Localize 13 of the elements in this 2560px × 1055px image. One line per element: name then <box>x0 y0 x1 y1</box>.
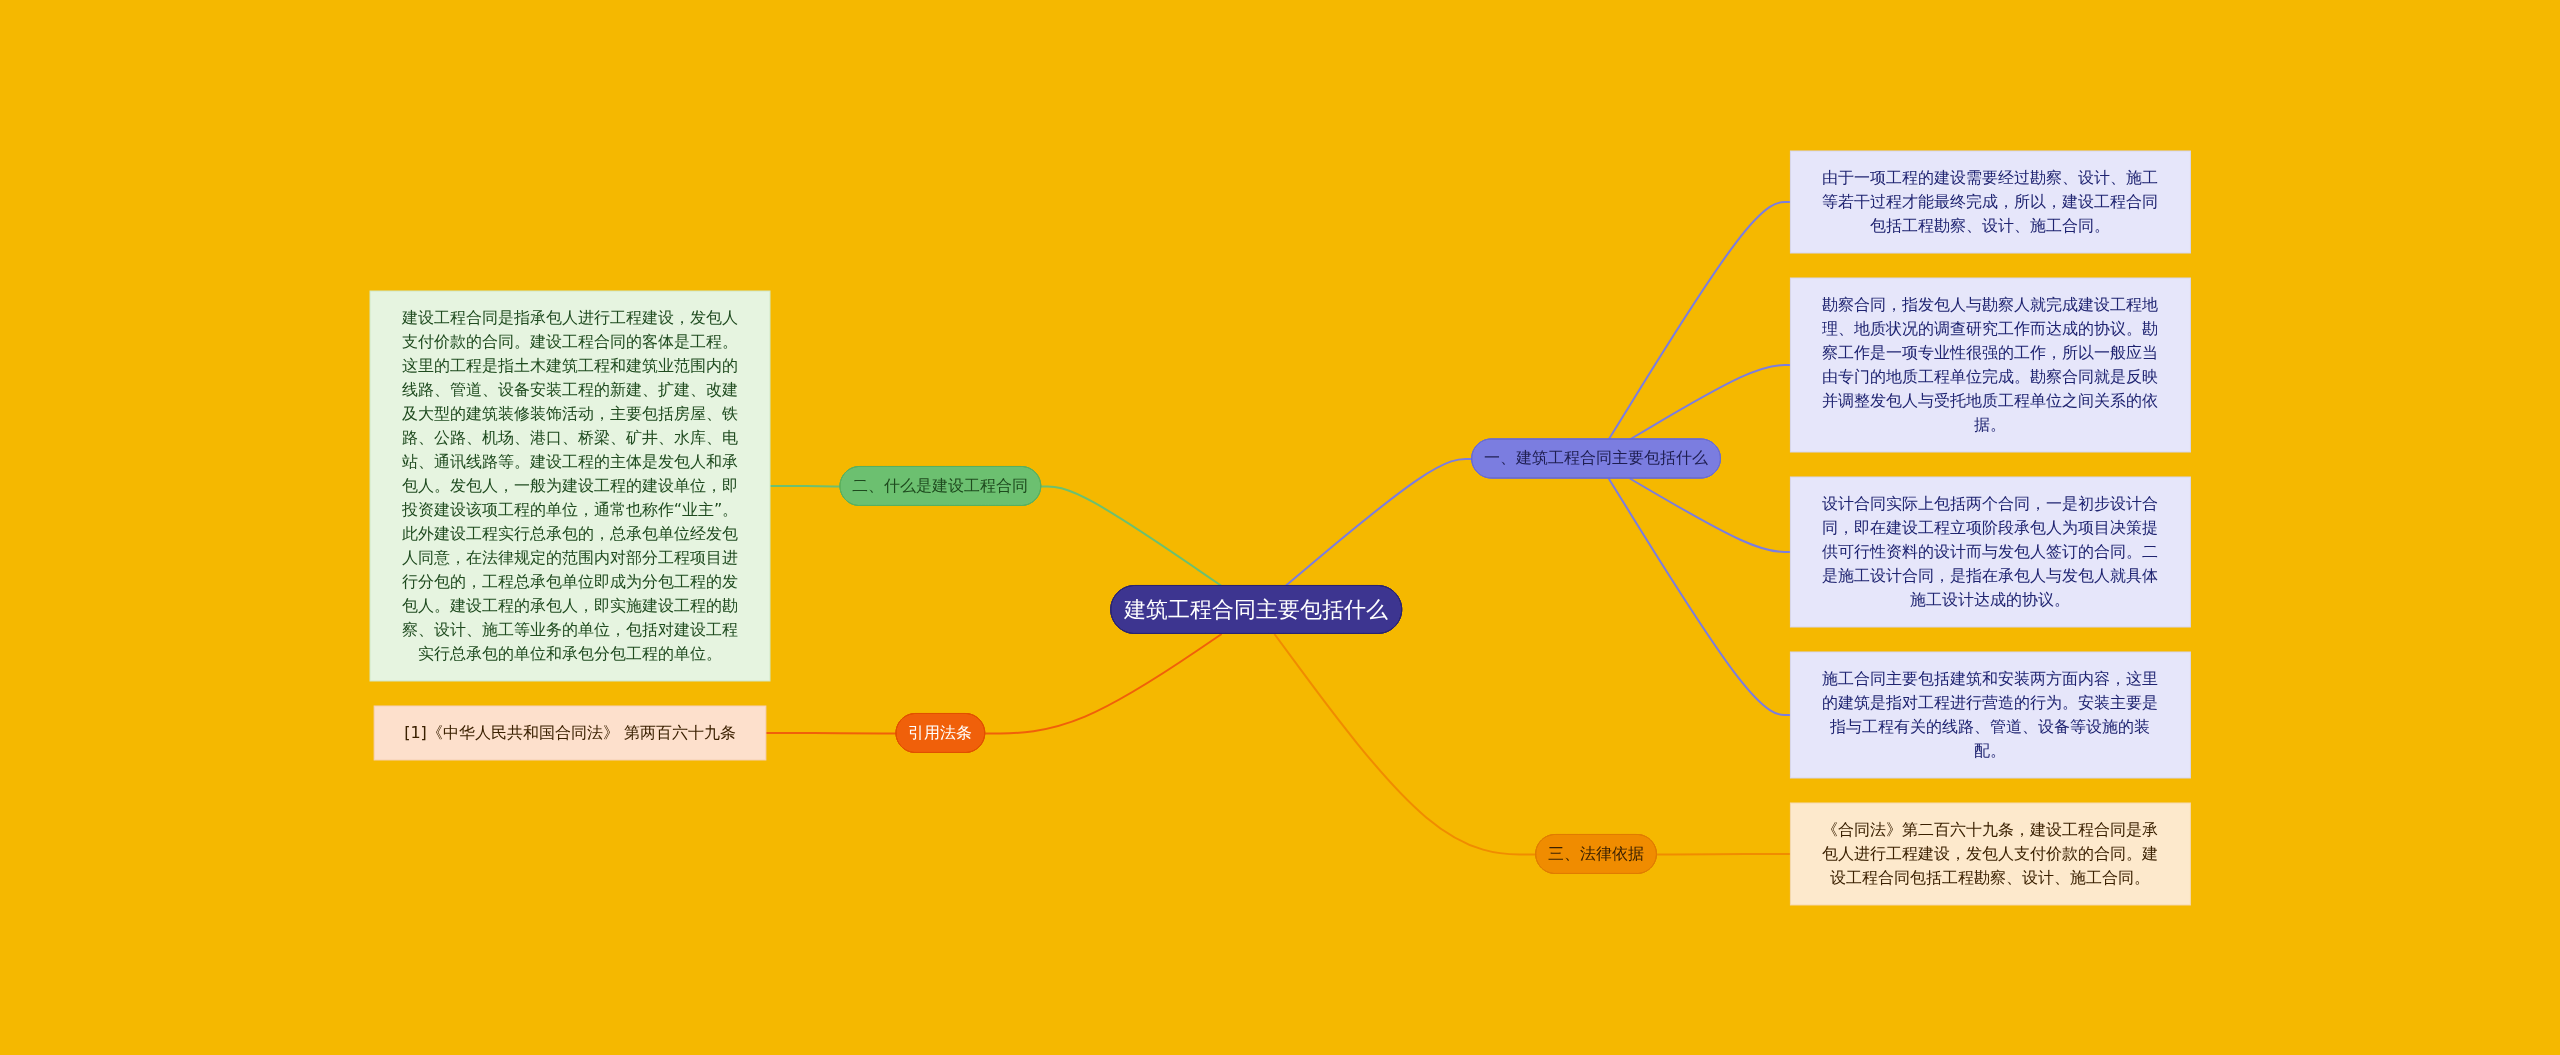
node-box: 施工合同主要包括建筑和安装两方面内容，这里的建筑是指对工程进行营造的行为。安装主要是指与工程有关的线路、管道、设备等设施的装配。 <box>1789 651 2191 778</box>
connector <box>1628 477 1792 553</box>
connector <box>984 632 1223 734</box>
connector <box>1607 200 1792 440</box>
node-box: 《合同法》第二百六十九条，建设工程合同是承包人进行工程建设，发包人支付价款的合同。建设工程合同包括工程勘察、设计、施工合同。 <box>1789 802 2191 905</box>
node-box: [1]《中华人民共和国合同法》 第两百六十九条 <box>373 705 767 760</box>
connector <box>1655 852 1792 855</box>
node-box: 建设工程合同是指承包人进行工程建设，发包人支付价款的合同。建设工程合同的客体是工程。这里的工程是指土木建筑工程和建筑业范围内的线路、管道、设备安装工程的新建、扩建、改建及大型的建筑装修装饰活动，主要包括房屋、铁路、公路、机场、港口、桥梁、矿井、水库、电站、通讯线路等。建设工程的主体是发包人和承包人。发包人，一般为建设工程的建设单位，即投资建设该项工程的单位，通常也称作“业主”。此外建设工程实行总承包的，总承包单位经发包人同意，在法律规定的范围内对部分工程项目进行分包的，工程总承包单位即成为分包工程的发包人。建设工程的承包人，即实施建设工程的勘察、设计、施工等业务的单位，包括对建设工程实行总承包的单位和承包分包工程的单位。 <box>369 290 771 681</box>
node-box: 由于一项工程的建设需要经过勘察、设计、施工等若干过程才能最终完成，所以，建设工程合同包括工程勘察、设计、施工合同。 <box>1789 150 2191 253</box>
node-box: 设计合同实际上包括两个合同，一是初步设计合同，即在建设工程立项阶段承包人为项目决策提供可行性资料的设计而与发包人签订的合同。二是施工设计合同，是指在承包人与发包人就具体施工设计达成的协议。 <box>1789 476 2191 627</box>
connector <box>1273 632 1537 855</box>
connector <box>1607 477 1792 716</box>
node-box: 勘察合同，指发包人与勘察人就完成建设工程地理、地质状况的调查研究工作而达成的协议。勘察工作是一项专业性很强的工作，所以一般应当由专门的地质工程单位完成。勘察合同就是反映并调整发包人与受托地质工程单位之间关系的依据。 <box>1789 277 2191 452</box>
